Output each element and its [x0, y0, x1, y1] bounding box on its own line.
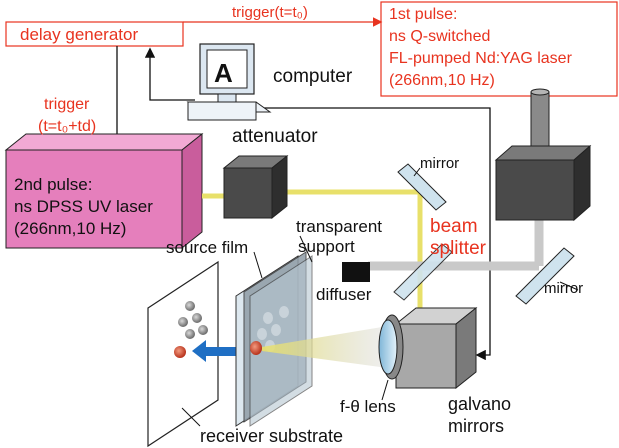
computer-to-galvano-line: [260, 107, 491, 361]
mirror-right: [515, 247, 575, 305]
computer-icon: [186, 43, 272, 121]
trigger-left-label-1: trigger: [44, 96, 90, 113]
transferred-dots: [174, 301, 208, 358]
first-pulse-label-2: ns Q-switched: [389, 28, 490, 45]
f-theta-lens-label: f-θ lens: [340, 397, 396, 416]
pointer-mirror-top: [413, 167, 421, 177]
second-pulse-label-1: 2nd pulse:: [14, 175, 92, 194]
second-pulse-label-2: ns DPSS UV laser: [14, 197, 153, 216]
diffuser-label: diffuser: [316, 285, 372, 304]
trigger-left-label-2: (t=t₀+t⁤d): [38, 118, 96, 135]
mirror-top-label: mirror: [420, 155, 459, 172]
transfer-arrow: [192, 340, 240, 362]
mirror-top: [397, 163, 447, 211]
source-film-label: source film: [166, 238, 248, 257]
diffuser-block: [342, 262, 370, 282]
pointer-support: [299, 235, 313, 263]
receiver-substrate-label: receiver substrate: [200, 426, 343, 446]
galvano-label-2: mirrors: [448, 416, 504, 436]
mirror-right-label: mirror: [544, 280, 583, 297]
first-pulse-beam: [368, 218, 544, 271]
pointer-source-film: [253, 251, 263, 279]
attenuator-label: attenuator: [232, 126, 318, 147]
transparent-support-label-2: support: [298, 237, 355, 256]
delay-generator-box: [5, 21, 184, 47]
beam-splitter-label-1: beam: [430, 216, 478, 237]
first-pulse-label-1: 1st pulse:: [389, 6, 457, 23]
second-pulse-beam: [202, 189, 423, 325]
computer-to-delay-line: [144, 47, 195, 101]
galvano-label-1: galvano: [448, 394, 511, 414]
computer-label: computer: [273, 66, 353, 87]
second-pulse-label-3: (266nm,10 Hz): [14, 219, 126, 238]
first-pulse-label-3: FL-pumped Nd:YAG laser: [389, 50, 573, 67]
pointer-receiver: [181, 407, 201, 427]
pointer-mirror-right: [559, 281, 579, 291]
focused-beam: [262, 326, 388, 368]
first-pulse-box: [380, 1, 618, 97]
beam-splitter: [393, 243, 453, 301]
first-pulse-laser-block: [494, 88, 592, 222]
f-theta-lens: [378, 314, 404, 380]
galvano-mirrors-block: [394, 306, 478, 390]
beam-splitter-label-2: splitter: [430, 238, 487, 259]
computer-screen-letter: A: [214, 58, 233, 88]
trigger-top-label: trigger(t=t₀): [232, 4, 308, 21]
pointer-lens: [381, 379, 389, 401]
attenuator-block: [222, 154, 289, 220]
first-pulse-label-4: (266nm,10 Hz): [389, 72, 495, 89]
transparent-support-label-1: transparent: [296, 217, 382, 236]
delay-generator-label: delay generator: [20, 25, 138, 44]
second-pulse-laser-box: [4, 132, 204, 250]
